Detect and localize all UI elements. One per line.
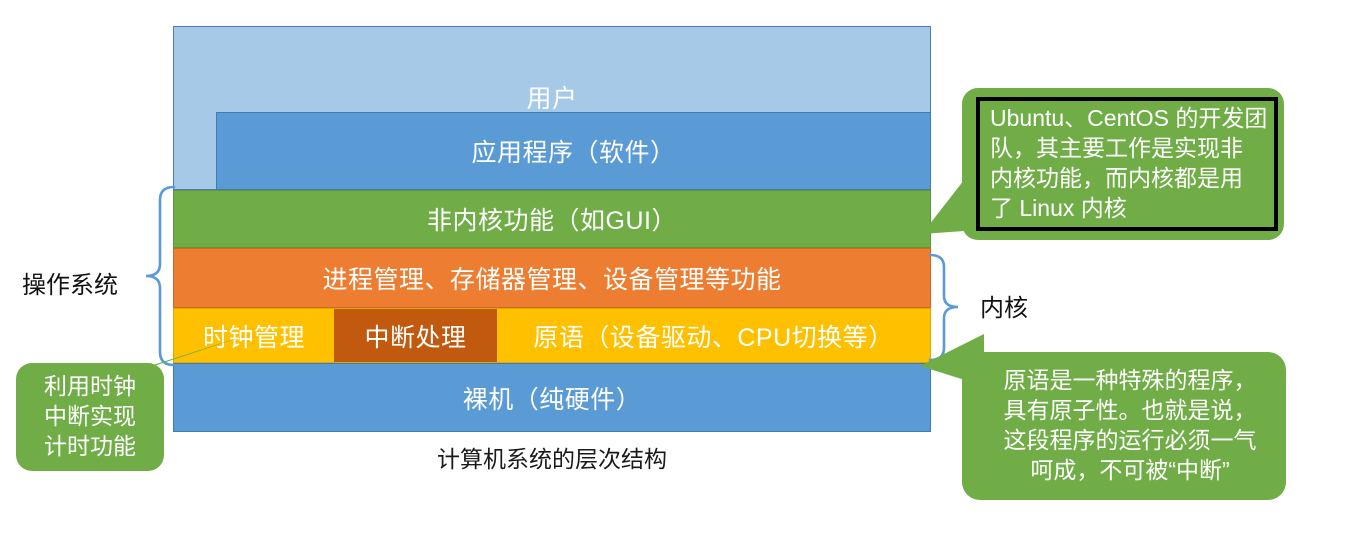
- layer-application-label: 应用程序（软件）: [471, 139, 676, 167]
- brace-operating-system: [145, 185, 176, 367]
- callout-clock-note: 利用时钟 中断实现 计时功能: [16, 363, 164, 471]
- kernel-cell-interrupt-label: 中断处理: [364, 323, 467, 352]
- layer-hardware: 裸机（纯硬件）: [173, 363, 931, 432]
- callout-linux-text: Ubuntu、CentOS 的开发团 队，其主要工作是实现非 内核功能，而内核都…: [990, 105, 1268, 221]
- callout-primitive-text: 原语是一种特殊的程序， 具有原子性。也就是说， 这段程序的运行必须一气 呵成，不…: [1003, 367, 1257, 483]
- diagram-caption: 计算机系统的层次结构: [437, 446, 667, 472]
- kernel-cell-primitive: 原语（设备驱动、CPU切换等）: [497, 309, 930, 362]
- label-kernel: 内核: [980, 295, 1028, 322]
- layer-non-kernel-label: 非内核功能（如GUI）: [427, 207, 677, 235]
- layer-management: 进程管理、存储器管理、设备管理等功能: [173, 248, 931, 308]
- layer-management-label: 进程管理、存储器管理、设备管理等功能: [322, 266, 782, 294]
- callout-linux-inner-border: Ubuntu、CentOS 的开发团 队，其主要工作是实现非 内核功能，而内核都…: [976, 97, 1278, 231]
- layer-user-label: 用户: [526, 85, 578, 113]
- kernel-cell-clock: 时钟管理: [174, 309, 334, 362]
- callout-clock-text: 利用时钟 中断实现 计时功能: [44, 373, 136, 459]
- kernel-cell-clock-label: 时钟管理: [202, 323, 305, 352]
- layer-application: 应用程序（软件）: [216, 112, 931, 190]
- layer-non-kernel: 非内核功能（如GUI）: [173, 190, 931, 248]
- layer-hardware-label: 裸机（纯硬件）: [462, 385, 642, 414]
- callout-primitive-note: 原语是一种特殊的程序， 具有原子性。也就是说， 这段程序的运行必须一气 呵成，不…: [962, 352, 1286, 500]
- callout-linux: Ubuntu、CentOS 的开发团 队，其主要工作是实现非 内核功能，而内核都…: [962, 88, 1284, 240]
- label-operating-system: 操作系统: [22, 272, 118, 299]
- kernel-cell-interrupt: 中断处理: [334, 309, 497, 362]
- brace-kernel: [928, 253, 959, 362]
- layer-kernel-primitives: 时钟管理 中断处理 原语（设备驱动、CPU切换等）: [173, 308, 931, 363]
- kernel-cell-primitive-label: 原语（设备驱动、CPU切换等）: [533, 323, 894, 352]
